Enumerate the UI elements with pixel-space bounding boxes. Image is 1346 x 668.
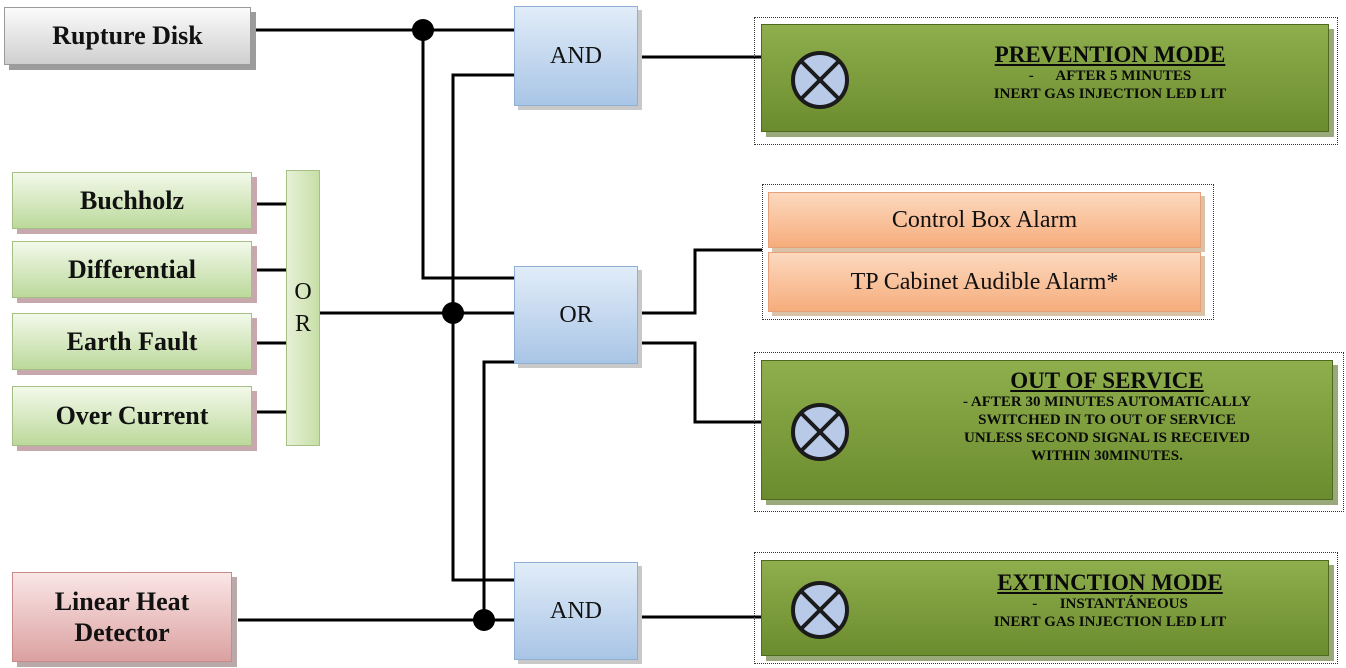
out-of-service-text: OUT OF SERVICE - AFTER 30 MINUTES AUTOMA… — [892, 368, 1322, 465]
input-earth-fault: Earth Fault — [12, 313, 252, 370]
or-combiner-bar: O R — [286, 170, 320, 446]
extinction-mode-panel: EXTINCTION MODE - INSTANTÁNEOUS INERT GA… — [761, 560, 1329, 656]
out-of-service-title: OUT OF SERVICE — [1010, 368, 1204, 393]
out-of-service-panel: OUT OF SERVICE - AFTER 30 MINUTES AUTOMA… — [761, 360, 1333, 500]
extinction-mode-title: EXTINCTION MODE — [997, 570, 1223, 595]
input-over-current: Over Current — [12, 386, 252, 446]
linear-heat-label-line2: Detector — [74, 618, 170, 647]
or-bar-letter-r: R — [294, 311, 311, 337]
junction-dot — [473, 609, 495, 631]
junction-dot — [442, 302, 464, 324]
linear-heat-label-line1: Linear Heat — [54, 586, 190, 616]
prevention-mode-text: PREVENTION MODE - AFTER 5 MINUTES INERT … — [910, 42, 1310, 103]
out-of-service-outline — [754, 352, 1344, 512]
alarms-outline — [762, 184, 1214, 320]
out-of-service-line3: UNLESS SECOND SIGNAL IS RECEIVED — [964, 430, 1250, 447]
input-buchholz: Buchholz — [12, 172, 252, 229]
extinction-mode-line2: INERT GAS INJECTION LED LIT — [993, 614, 1227, 631]
and-gate-bottom: AND — [514, 562, 638, 660]
prevention-mode-line2: INERT GAS INJECTION LED LIT — [993, 86, 1227, 103]
tp-cabinet-audible-alarm: TP Cabinet Audible Alarm* — [768, 252, 1201, 312]
out-of-service-line2: SWITCHED IN TO OUT OF SERVICE — [978, 412, 1236, 429]
prevention-mode-line1: - AFTER 5 MINUTES — [1028, 68, 1192, 85]
input-differential: Differential — [12, 241, 252, 298]
or-gate-middle: OR — [514, 266, 638, 364]
and-gate-top: AND — [514, 6, 638, 106]
out-of-service-line1: - AFTER 30 MINUTES AUTOMATICALLY — [962, 394, 1252, 411]
prevention-mode-outline — [754, 17, 1338, 145]
input-linear-heat-detector: Linear Heat Detector — [12, 572, 232, 662]
control-box-alarm: Control Box Alarm — [768, 192, 1201, 248]
lamp-indicator-icon — [791, 403, 849, 461]
extinction-mode-outline — [754, 552, 1338, 664]
lamp-indicator-icon — [791, 581, 849, 639]
out-of-service-line4: WITHIN 30MINUTES. — [1031, 448, 1183, 465]
extinction-mode-line1: - INSTANTÁNEOUS — [1032, 596, 1188, 613]
prevention-mode-title: PREVENTION MODE — [994, 42, 1226, 67]
or-bar-letter-o: O — [294, 278, 312, 305]
prevention-mode-panel: PREVENTION MODE - AFTER 5 MINUTES INERT … — [761, 24, 1329, 132]
junction-dot — [412, 19, 434, 41]
extinction-mode-text: EXTINCTION MODE - INSTANTÁNEOUS INERT GA… — [910, 570, 1310, 631]
lamp-indicator-icon — [791, 51, 849, 109]
input-rupture-disk: Rupture Disk — [4, 7, 251, 65]
